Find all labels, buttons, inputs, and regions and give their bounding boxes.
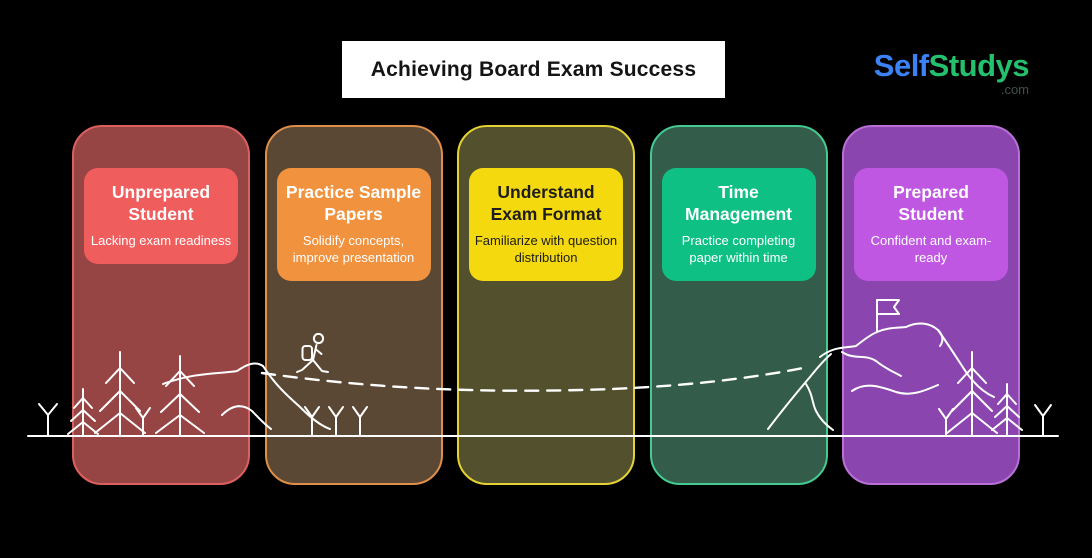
logo-part-studys: Studys	[928, 48, 1030, 83]
selfstudys-logo: SelfStudys .com	[873, 48, 1030, 97]
step-card: Prepared Student Confident and exam-read…	[854, 168, 1008, 281]
step-card: Unprepared Student Lacking exam readines…	[84, 168, 238, 264]
step-subtitle: Solidify concepts, improve presentation	[292, 232, 415, 265]
logo-wordmark: SelfStudys	[873, 48, 1030, 83]
page-title: Achieving Board Exam Success	[370, 57, 697, 81]
step-panel-understand-exam-format: Understand Exam Format Familiarize with …	[457, 125, 635, 485]
step-panel-prepared-student: Prepared Student Confident and exam-read…	[842, 125, 1020, 485]
logo-part-self: Self	[873, 48, 929, 83]
step-title: Prepared Student	[893, 182, 969, 225]
step-card: Understand Exam Format Familiarize with …	[469, 168, 623, 281]
logo-suffix: .com	[1000, 82, 1029, 97]
step-title: Time Management	[685, 182, 792, 225]
steps-row: Unprepared Student Lacking exam readines…	[72, 125, 1020, 485]
step-subtitle: Confident and exam-ready	[870, 232, 992, 265]
step-panel-time-management: Time Management Practice completing pape…	[649, 125, 828, 485]
step-panel-unprepared-student: Unprepared Student Lacking exam readines…	[72, 125, 250, 485]
step-subtitle: Practice completing paper within time	[681, 232, 796, 265]
title-banner: Achieving Board Exam Success	[342, 41, 725, 98]
step-title: Understand Exam Format	[490, 182, 602, 225]
step-card: Practice Sample Papers Solidify concepts…	[276, 168, 431, 281]
step-card: Time Management Practice completing pape…	[661, 168, 816, 281]
step-subtitle: Familiarize with question distribution	[474, 232, 618, 265]
step-title: Practice Sample Papers	[285, 182, 422, 225]
step-subtitle: Lacking exam readiness	[90, 232, 232, 248]
step-panel-practice-sample-papers: Practice Sample Papers Solidify concepts…	[264, 125, 443, 485]
step-title: Unprepared Student	[111, 182, 211, 225]
